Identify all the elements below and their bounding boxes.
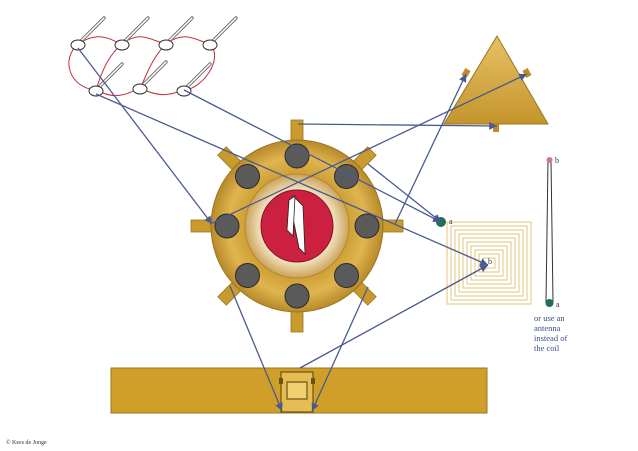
crystal-icon bbox=[286, 195, 306, 256]
spiral-coil bbox=[446, 221, 532, 305]
switch-array bbox=[68, 16, 238, 97]
terminal-a-coil-label: a bbox=[449, 217, 453, 226]
base-plate bbox=[110, 367, 488, 414]
antenna-note: or use an antenna instead of the coil bbox=[534, 313, 568, 353]
terminal-b-antenna-label: b bbox=[555, 156, 559, 165]
terminal-a-antenna-label: a bbox=[556, 300, 560, 309]
connection-wires bbox=[77, 47, 528, 412]
copyright: © Kees de Jonge bbox=[6, 440, 47, 446]
terminal-b-coil-label: b bbox=[488, 257, 492, 266]
triangle-antenna bbox=[443, 35, 549, 132]
vertical-antenna bbox=[545, 157, 554, 307]
ring-device bbox=[190, 119, 404, 333]
